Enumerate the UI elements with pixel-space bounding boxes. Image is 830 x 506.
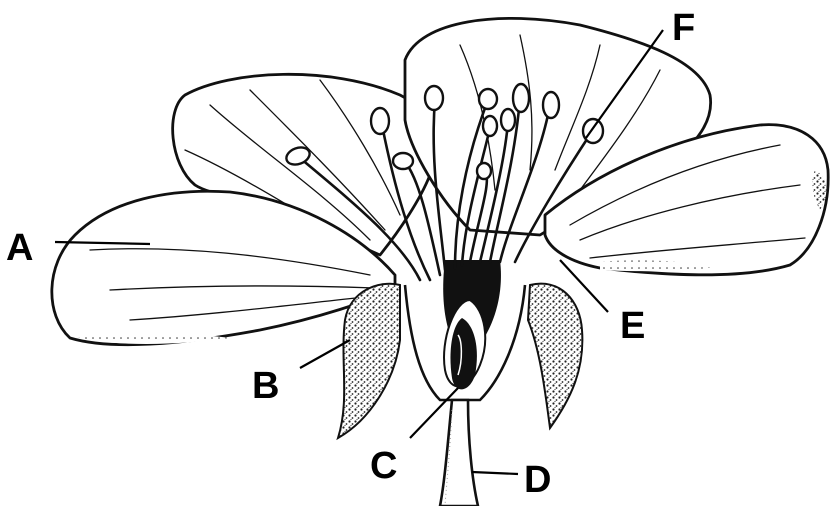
label-d: D: [524, 459, 551, 501]
label-c: C: [370, 445, 397, 487]
label-e: E: [620, 305, 645, 347]
label-a: A: [6, 227, 33, 269]
leader-line-d: [472, 472, 518, 474]
leader-line-b: [300, 340, 350, 368]
label-b: B: [252, 365, 279, 407]
pedicel: [440, 400, 478, 506]
label-f: F: [672, 7, 695, 49]
sepal-right: [528, 284, 582, 428]
